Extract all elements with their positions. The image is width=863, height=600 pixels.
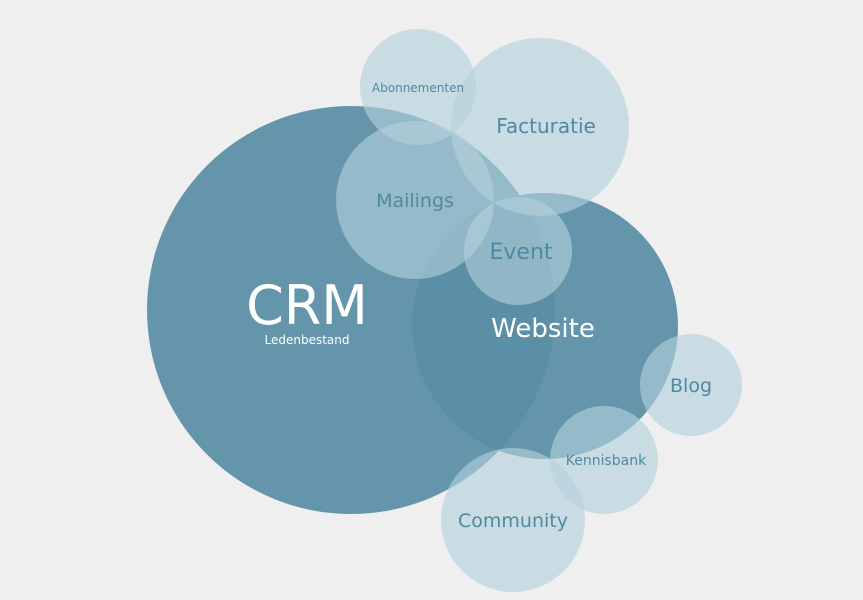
- blog-label: Blog: [670, 375, 712, 397]
- crm-sublabel: Ledenbestand: [265, 333, 350, 347]
- event-label: Event: [489, 240, 552, 265]
- facturatie-label: Facturatie: [496, 114, 596, 138]
- abonnementen-label: Abonnementen: [372, 81, 464, 95]
- kennisbank-circle: [550, 406, 658, 514]
- community-label: Community: [458, 510, 568, 532]
- mailings-circle: [336, 121, 494, 279]
- abonnementen-circle: [360, 29, 476, 145]
- facturatie-circle: [451, 38, 629, 216]
- community-circle: [441, 448, 585, 592]
- event-circle: [464, 197, 572, 305]
- kennisbank-label: Kennisbank: [566, 453, 647, 469]
- blog-circle: [640, 334, 742, 436]
- website-label: Website: [491, 314, 595, 344]
- crm-label: CRM: [246, 274, 368, 337]
- mailings-label: Mailings: [376, 190, 454, 212]
